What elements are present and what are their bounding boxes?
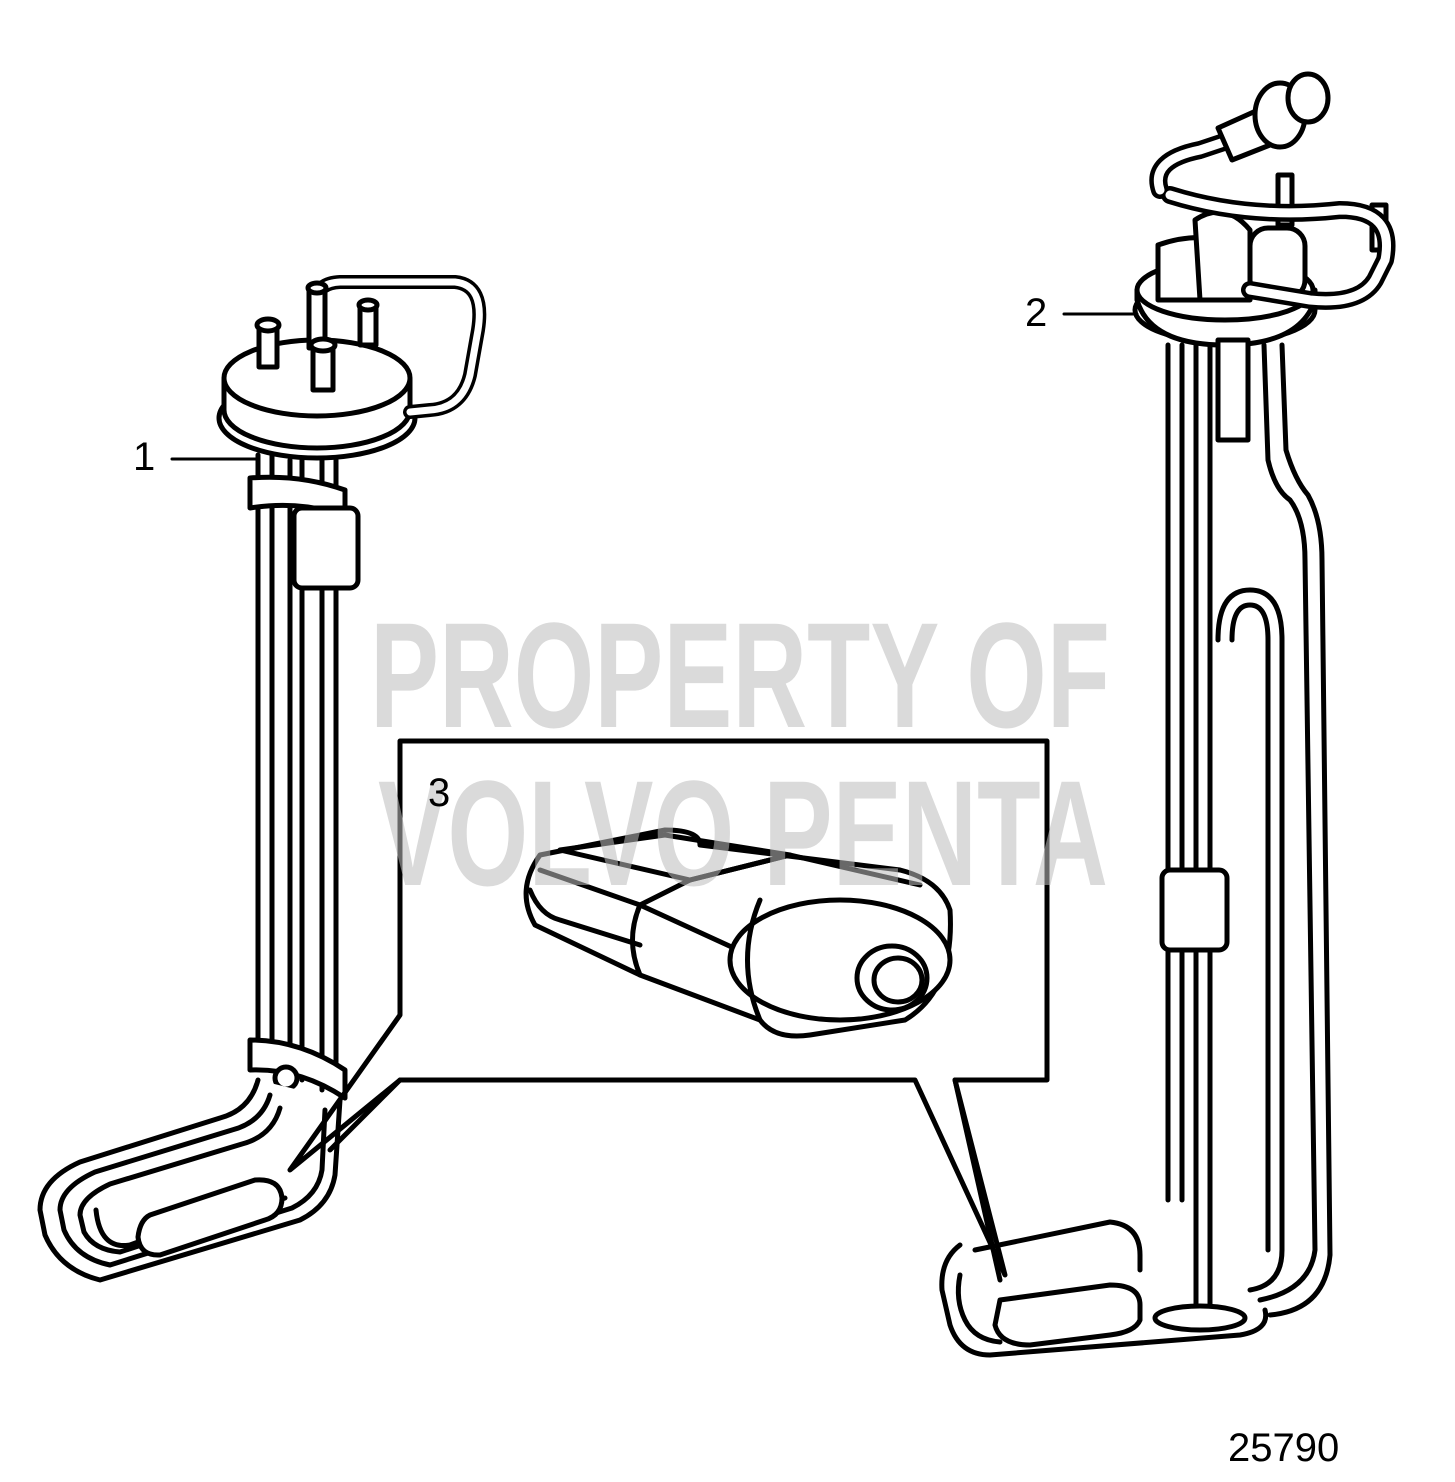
fuel-pickup-2 <box>939 71 1396 1358</box>
watermark-line2: VOLVO PENTA <box>378 749 1108 917</box>
fuel-pickup-1 <box>37 275 487 1283</box>
callout-label-2: 2 <box>1025 291 1048 335</box>
callout-label-3: 3 <box>428 771 451 815</box>
figure-number: 25790 <box>1228 1426 1340 1470</box>
watermark-line1: PROPERTY OF <box>370 591 1110 759</box>
callout-frame-3 <box>287 738 1050 1283</box>
strainer-filter-3 <box>523 827 953 1039</box>
callout-label-1: 1 <box>133 435 156 479</box>
watermark: PROPERTY OF VOLVO PENTA <box>370 591 1110 917</box>
